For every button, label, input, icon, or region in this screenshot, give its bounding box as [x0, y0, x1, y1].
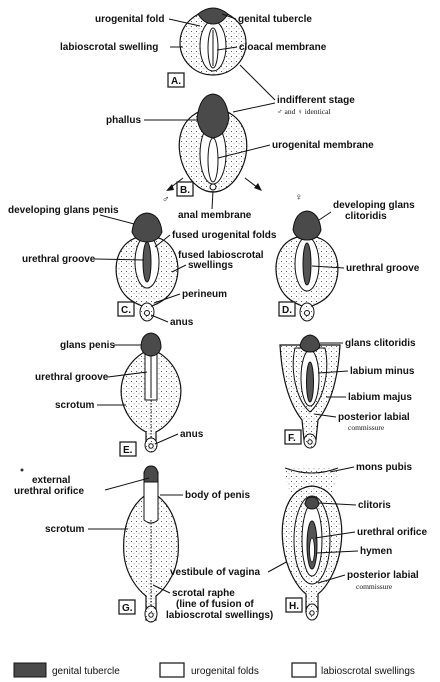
stage-b-box: B. — [177, 182, 193, 196]
stage-c-box: C. — [118, 302, 134, 316]
stage-g-figure — [124, 466, 179, 622]
label-line-of-fusion: (line of fusion of — [176, 599, 254, 610]
legend-item-urogenital-folds: urogenital folds — [160, 663, 259, 677]
label-c-urethral-groove: urethral groove — [22, 254, 96, 265]
stage-d-box: D. — [279, 302, 295, 316]
label-anal-membrane: anal membrane — [178, 210, 252, 221]
label-vestibule: vestibule of vagina — [170, 567, 260, 578]
label-c-anus: anus — [170, 317, 194, 328]
label-identical: ♂ and ♀ identical — [277, 107, 331, 116]
label-glans-clitoridis: glans clitoridis — [345, 338, 416, 349]
label-scrotal-raphe: scrotal raphe — [172, 588, 235, 599]
label-f-commissure: commissure — [348, 423, 385, 432]
legend: genital tubercle urogenital folds labios… — [14, 663, 415, 677]
label-labium-minus: labium minus — [350, 366, 415, 377]
stage-g-box: G. — [119, 600, 135, 614]
label-developing-glans: developing glans — [333, 200, 415, 211]
label-mons-pubis: mons pubis — [356, 462, 413, 473]
stage-letter-h: H. — [289, 601, 299, 612]
stage-letter-g: G. — [122, 603, 133, 614]
stage-e-box: E. — [120, 442, 136, 456]
stage-letter-d: D. — [282, 305, 292, 316]
label-f-posterior-labial: posterior labial — [338, 412, 410, 423]
stage-letter-f: F. — [288, 433, 296, 444]
label-genital-tubercle: genital tubercle — [238, 14, 312, 25]
stage-a-figure — [180, 8, 246, 75]
stage-h-box: H. — [286, 598, 302, 612]
stage-b-figure — [179, 94, 247, 192]
label-e-urethral-groove: urethral groove — [35, 372, 109, 383]
legend-swatch-urogenital-folds — [160, 663, 184, 677]
label-hymen: hymen — [360, 546, 392, 557]
legend-item-labioscrotal-swellings: labioscrotal swellings — [292, 663, 415, 677]
stage-letter-c: C. — [121, 305, 131, 316]
legend-swatch-labioscrotal-swellings — [292, 663, 316, 677]
stage-f-box: F. — [285, 430, 301, 444]
label-e-scrotum: scrotum — [55, 400, 95, 411]
stage-h-figure — [282, 468, 341, 620]
label-h-posterior-labial: posterior labial — [347, 570, 419, 581]
legend-label-genital-tubercle: genital tubercle — [52, 666, 120, 677]
label-d-urethral-groove: urethral groove — [346, 263, 420, 274]
label-fused-labioscrotal-swellings: swellings — [188, 260, 233, 271]
label-clitoris: clitoris — [358, 500, 391, 511]
legend-swatch-genital-tubercle — [14, 663, 46, 677]
label-fused-urogenital-folds: fused urogenital folds — [172, 230, 277, 241]
label-e-anus: anus — [180, 429, 204, 440]
label-body-of-penis: body of penis — [185, 490, 250, 501]
stage-a-box: A. — [168, 73, 184, 87]
male-symbol: ♂ — [162, 194, 170, 205]
stage-letter-b: B. — [180, 185, 190, 196]
label-developing-glans-penis: developing glans penis — [8, 205, 119, 216]
label-urogenital-fold: urogenital fold — [95, 14, 164, 25]
label-h-commissure: commissure — [356, 582, 393, 591]
label-external: external — [32, 475, 71, 486]
label-perineum: perineum — [182, 289, 227, 300]
label-labioscrotal-swelling: labioscrotal swelling — [60, 42, 158, 53]
label-urogenital-membrane: urogenital membrane — [272, 140, 374, 151]
label-g-scrotum: scrotum — [45, 524, 85, 535]
stage-letter-a: A. — [171, 76, 181, 87]
label-glans-penis: glans penis — [60, 340, 115, 351]
label-labium-majus: labium majus — [348, 392, 412, 403]
label-urethral-orifice-g: urethral orifice — [14, 486, 84, 497]
label-h-urethral-orifice: urethral orifice — [357, 527, 427, 538]
label-cloacal-membrane: cloacal membrane — [239, 42, 327, 53]
label-clitoridis: clitoridis — [345, 211, 387, 222]
legend-label-labioscrotal-swellings: labioscrotal swellings — [321, 666, 415, 677]
legend-item-genital-tubercle: genital tubercle — [14, 663, 120, 677]
legend-label-urogenital-folds: urogenital folds — [191, 666, 259, 677]
female-symbol: ♀ — [295, 192, 303, 203]
label-phallus: phallus — [106, 115, 141, 126]
stage-letter-e: E. — [123, 445, 133, 456]
label-indifferent-stage: indifferent stage — [277, 95, 355, 106]
stage-e-figure — [121, 333, 181, 452]
label-labioscrotal-swellings-g: labioscrotal swellings) — [166, 610, 273, 621]
